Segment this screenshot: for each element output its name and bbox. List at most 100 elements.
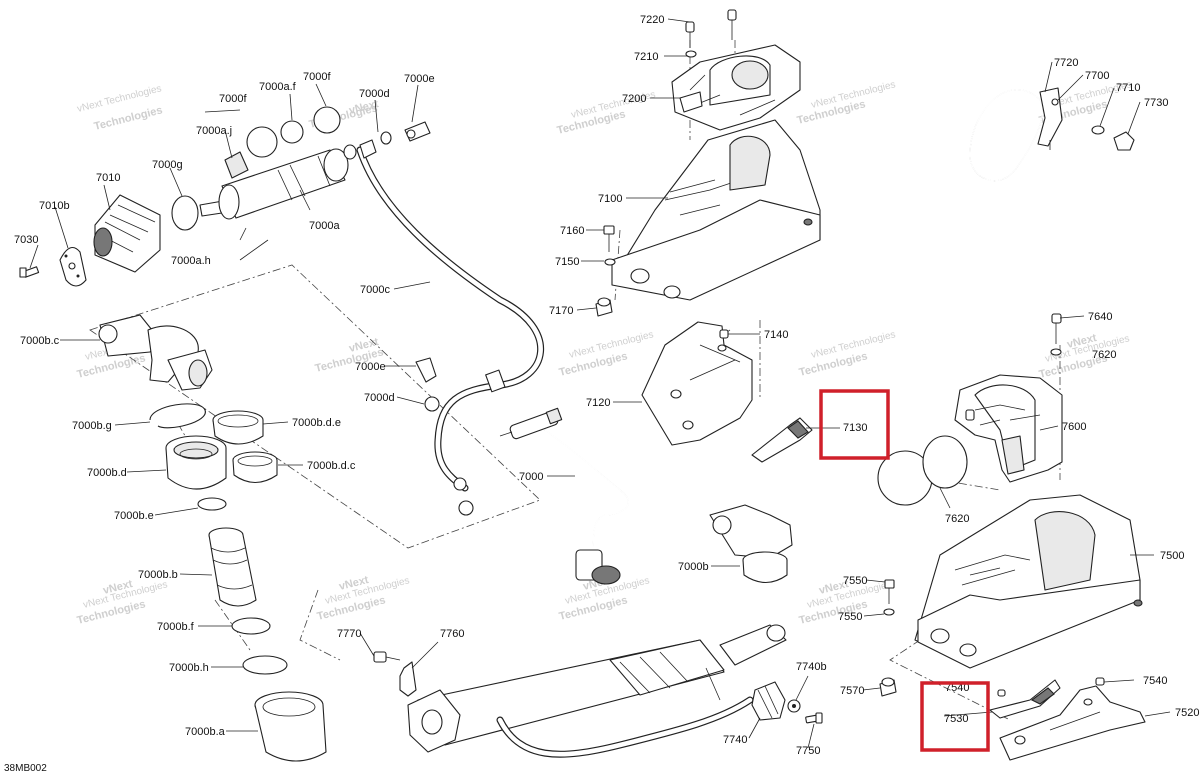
part-7100-base — [611, 119, 821, 301]
label-7140: 7140 — [764, 329, 788, 341]
part-7000bde-ring — [212, 410, 264, 445]
label-7700: 7700 — [1085, 70, 1109, 82]
part-7720-cable — [969, 87, 1135, 182]
label-7730: 7730 — [1144, 97, 1168, 109]
part-7000bf-ring — [231, 617, 271, 635]
label-7000f: 7000f — [219, 93, 247, 105]
hose-7000c — [356, 146, 545, 492]
highlight-box-7130 — [819, 389, 890, 460]
part-7010b-plate — [59, 246, 87, 287]
label-7620: 7620 — [945, 513, 969, 525]
label-7540: 7540 — [1143, 675, 1167, 687]
part-7000b-reservoir — [709, 504, 793, 584]
label-7750: 7750 — [796, 745, 820, 757]
label-7570: 7570 — [840, 685, 864, 697]
part-7000ba-sleeve — [254, 691, 327, 762]
label-7000bdc: 7000b.d.c — [307, 460, 356, 472]
label-7710: 7710 — [1116, 82, 1140, 94]
highlight-box-7530 — [920, 681, 990, 752]
label-7010: 7010 — [96, 172, 120, 184]
fittings-middle — [415, 357, 474, 516]
label-7000ah: 7000a.h — [171, 255, 211, 267]
part-7000be-washer — [197, 497, 227, 511]
label-7030: 7030 — [14, 234, 38, 246]
part-7010-cap — [93, 194, 161, 273]
part-7000f-ring-2 — [313, 106, 341, 134]
label-7720: 7720 — [1054, 57, 1078, 69]
part-labels: 7220 7210 7200 7100 7160 7150 7170 7140 … — [14, 14, 1199, 757]
watermark: vNext vNext Technologies Technologies — [798, 578, 893, 627]
label-7170: 7170 — [549, 305, 573, 317]
part-7000bdc-ring — [232, 451, 278, 484]
label-7120: 7120 — [586, 397, 610, 409]
part-7620-rings — [877, 435, 968, 506]
label-7200: 7200 — [622, 93, 646, 105]
label-7000b: 7000b — [678, 561, 709, 573]
label-7000: 7000 — [519, 471, 543, 483]
label-7540: 7540 — [945, 682, 969, 694]
label-7000bb: 7000b.b — [138, 569, 178, 581]
label-7500: 7500 — [1160, 550, 1184, 562]
label-7770: 7770 — [337, 628, 361, 640]
label-7600: 7600 — [1062, 421, 1086, 433]
label-7620: 7620 — [1092, 349, 1116, 361]
label-7100: 7100 — [598, 193, 622, 205]
base-hardware-7150-7170 — [595, 225, 616, 317]
label-7000f: 7000f — [303, 71, 331, 83]
part-7120-bracket — [641, 321, 753, 446]
label-7160: 7160 — [560, 225, 584, 237]
label-7000a: 7000a — [309, 220, 340, 232]
label-7220: 7220 — [640, 14, 664, 26]
label-7000aj: 7000a.j — [196, 125, 232, 137]
label-7000af: 7000a.f — [259, 81, 297, 93]
part-7520-bracket — [999, 677, 1146, 761]
label-7520: 7520 — [1175, 707, 1199, 719]
label-7740b: 7740b — [796, 661, 827, 673]
label-7150: 7150 — [555, 256, 579, 268]
label-7210: 7210 — [634, 51, 658, 63]
part-7000bd-body — [165, 435, 227, 490]
label-7000be: 7000b.e — [114, 510, 154, 522]
label-7000bf: 7000b.f — [157, 621, 195, 633]
diagram-code: 38MB002 — [4, 763, 47, 774]
part-7000a-cylinder — [218, 148, 349, 220]
shock-body-stack — [98, 314, 327, 762]
label-7000d: 7000d — [364, 392, 395, 404]
part-7130-clip — [751, 417, 813, 463]
label-7000bde: 7000b.d.e — [292, 417, 341, 429]
label-7000ba: 7000b.a — [185, 726, 226, 738]
part-7000bg-circlip — [149, 403, 206, 429]
label-7000e: 7000e — [355, 361, 386, 373]
label-7000bd: 7000b.d — [87, 467, 127, 479]
label-7000bg: 7000b.g — [72, 420, 112, 432]
label-7000e: 7000e — [404, 73, 435, 85]
part-7030-bolt — [19, 266, 40, 278]
part-7000bc-eyelet — [98, 314, 213, 391]
label-7550: 7550 — [843, 575, 867, 587]
label-7740: 7740 — [723, 734, 747, 746]
part-7530-clip — [989, 679, 1061, 719]
part-7000bb-tube — [208, 527, 257, 607]
shock-hardware — [373, 651, 823, 724]
part-7600-housing — [954, 313, 1063, 483]
label-7000c: 7000c — [360, 284, 390, 296]
part-7000f-ring — [246, 126, 278, 158]
accumulator-assembly — [19, 106, 431, 287]
label-7530: 7530 — [944, 713, 968, 725]
part-7000g-ring — [171, 195, 199, 231]
label-7000d: 7000d — [359, 88, 390, 100]
label-7010b: 7010b — [39, 200, 70, 212]
upper-mount-7200 — [671, 9, 801, 131]
label-7000g: 7000g — [152, 159, 183, 171]
part-7000af-ring — [280, 120, 304, 144]
label-7640: 7640 — [1088, 311, 1112, 323]
label-7550: 7550 — [838, 611, 862, 623]
part-7000bh-ring — [242, 655, 288, 675]
shock-absorber-main — [407, 624, 787, 758]
label-7130: 7130 — [843, 422, 867, 434]
leader-lines — [29, 18, 1171, 749]
label-7000bc: 7000b.c — [20, 335, 60, 347]
label-7000bh: 7000b.h — [169, 662, 209, 674]
part-7500-base — [879, 494, 1143, 697]
